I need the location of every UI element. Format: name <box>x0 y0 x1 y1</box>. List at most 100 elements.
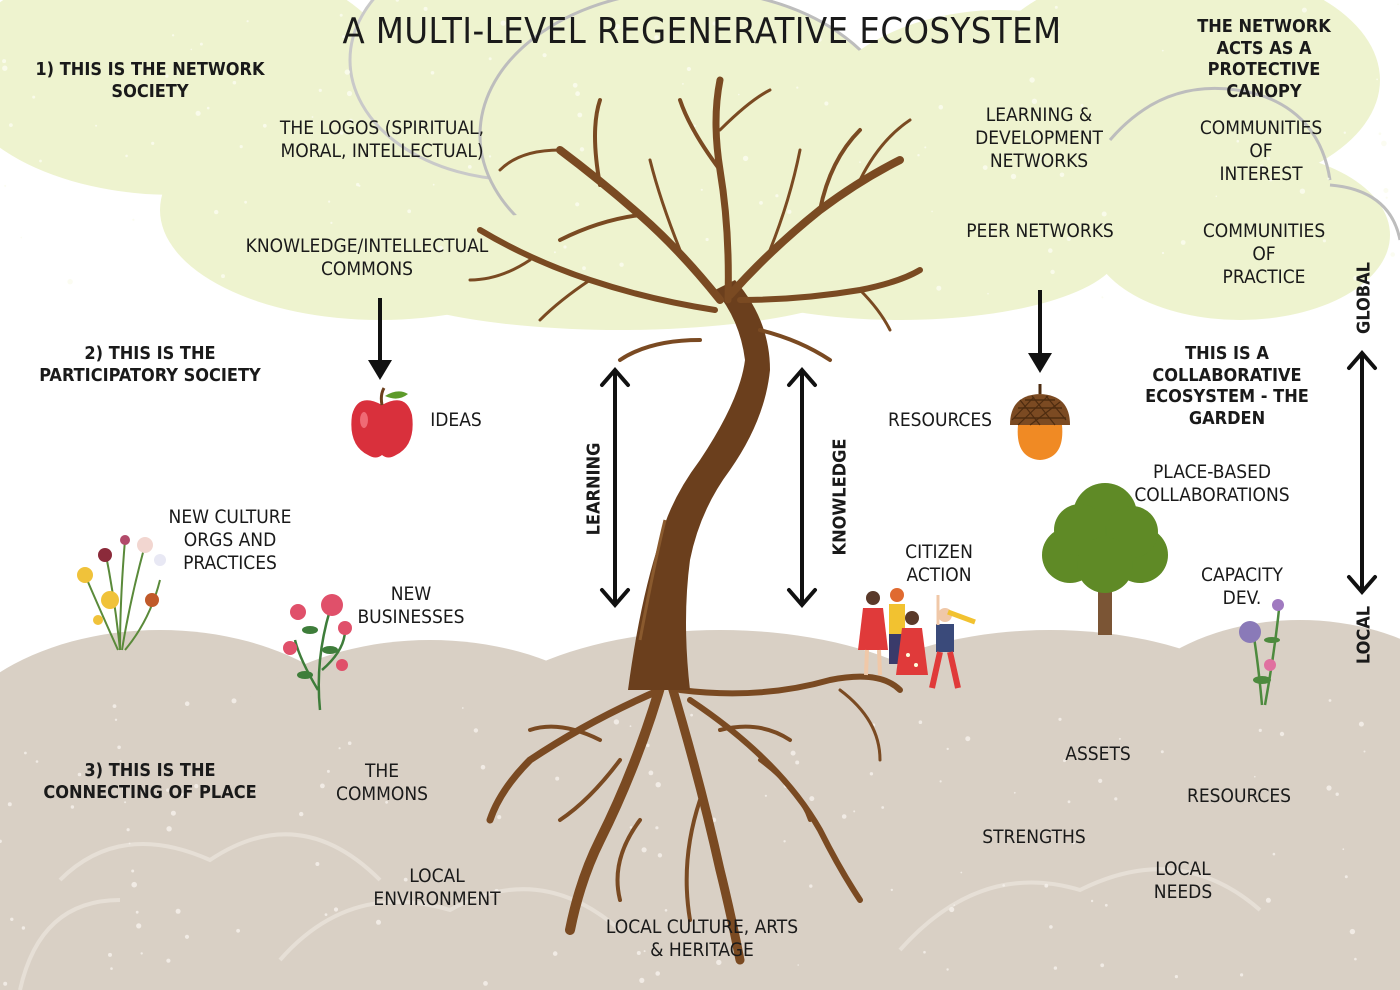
speckle-dot <box>629 826 633 829</box>
speckle-dot <box>1236 139 1240 143</box>
speckle-dot <box>403 877 408 882</box>
speckle-dot <box>1363 750 1366 753</box>
speckle-dot <box>577 112 583 118</box>
speckle-dot <box>320 783 325 789</box>
speckle-dot <box>110 967 113 970</box>
resources-middle-label: RESOURCES <box>887 409 993 431</box>
speckle-dot <box>912 39 916 42</box>
speckle-dot <box>1036 135 1041 139</box>
speckle-dot <box>960 871 963 874</box>
speckle-dot <box>982 165 988 171</box>
speckle-dot <box>1067 800 1071 804</box>
speckle-dot <box>742 155 749 162</box>
speckle-dot <box>108 952 112 957</box>
wildflowers-icon <box>77 535 166 651</box>
speckle-dot <box>194 784 199 789</box>
speckle-dot <box>124 801 127 804</box>
speckle-dot <box>1038 156 1043 161</box>
speckle-dot <box>3 981 8 986</box>
speckle-dot <box>1050 269 1055 275</box>
speckle-dot <box>32 95 36 99</box>
speckle-dot <box>1160 750 1164 754</box>
tree-trunk <box>628 280 770 690</box>
speckle-dot <box>1376 78 1378 81</box>
speckle-dot <box>1031 98 1038 105</box>
speckle-dot <box>494 888 499 893</box>
speckle-dot <box>119 759 122 763</box>
speckle-dot <box>809 796 815 802</box>
speckle-dot <box>1285 27 1288 31</box>
speckle-dot <box>1057 27 1060 31</box>
speckle-dot <box>1343 131 1347 134</box>
speckle-dot <box>775 194 779 198</box>
speckle-dot <box>199 42 203 46</box>
speckle-dot <box>95 124 98 127</box>
speckle-dot <box>4 184 7 187</box>
level-place-label: 3) THIS IS THE CONNECTING OF PLACE <box>43 760 257 803</box>
speckle-dot <box>135 910 139 914</box>
speckle-dot <box>430 71 435 75</box>
speckle-dot <box>128 842 131 845</box>
speckle-dot <box>467 165 472 169</box>
speckle-dot <box>917 154 920 157</box>
speckle-dot <box>890 888 893 892</box>
commons-to-ideas-arrow <box>368 298 392 380</box>
speckle-dot <box>1180 240 1186 245</box>
speckle-dot <box>349 118 353 123</box>
place-ground-cloud <box>0 620 1400 990</box>
speckle-dot <box>1335 792 1339 796</box>
speckle-dot <box>328 200 331 203</box>
speckle-dot <box>939 780 942 783</box>
speckle-dot <box>1322 239 1326 243</box>
speckle-dot <box>853 810 856 813</box>
small-tree-icon <box>1042 483 1168 635</box>
speckle-dot <box>1254 775 1256 778</box>
speckle-dot <box>480 764 486 770</box>
speckle-dot <box>1287 49 1291 52</box>
speckle-dot <box>121 786 126 791</box>
place-based-label: PLACE-BASED COLLABORATIONS <box>1134 461 1290 506</box>
speckle-dot <box>358 184 361 187</box>
speckle-dot <box>10 917 14 921</box>
speckle-dot <box>206 106 210 110</box>
speckle-dot <box>664 909 668 912</box>
speckle-dot <box>311 116 314 118</box>
speckle-dot <box>629 725 632 728</box>
speckle-dot <box>170 810 176 816</box>
new-culture-label: NEW CULTURE ORGS AND PRACTICES <box>168 506 292 574</box>
speckle-dot <box>77 772 82 777</box>
speckle-dot <box>1090 899 1094 903</box>
speckle-dot <box>655 782 661 788</box>
speckle-dot <box>795 760 800 765</box>
speckle-dot <box>655 971 660 976</box>
speckle-dot <box>35 760 39 763</box>
speckle-dot <box>787 209 792 214</box>
speckle-dot <box>497 815 502 820</box>
speckle-dot <box>1381 140 1387 147</box>
speckle-dot <box>324 913 328 916</box>
scale-global-label: GLOBAL <box>1353 262 1375 334</box>
speckle-dot <box>131 881 137 888</box>
speckle-dot <box>1059 172 1065 178</box>
speckle-dot <box>1104 903 1108 907</box>
speckle-dot <box>655 826 659 830</box>
level-network-label: 1) THIS IS THE NETWORK SOCIETY <box>35 59 265 102</box>
speckle-dot <box>682 83 684 85</box>
speckle-dot <box>940 15 947 21</box>
speckle-dot <box>790 750 796 756</box>
speckle-dot <box>613 719 620 725</box>
speckle-dot <box>1174 975 1178 979</box>
speckle-dot <box>67 279 73 285</box>
peer-networks-label: PEER NETWORKS <box>966 220 1114 242</box>
speckle-dot <box>165 74 169 78</box>
the-commons-label: THE COMMONS <box>336 760 428 805</box>
speckle-dot <box>1349 928 1356 935</box>
speckle-dot <box>946 968 949 971</box>
capacity-dev-label: CAPACITY DEV. <box>1201 564 1283 609</box>
speckle-dot <box>693 124 697 128</box>
speckle-dot <box>231 698 237 704</box>
speckle-dot <box>1080 104 1084 107</box>
speckle-dot <box>117 745 121 750</box>
speckle-dot <box>299 811 304 817</box>
